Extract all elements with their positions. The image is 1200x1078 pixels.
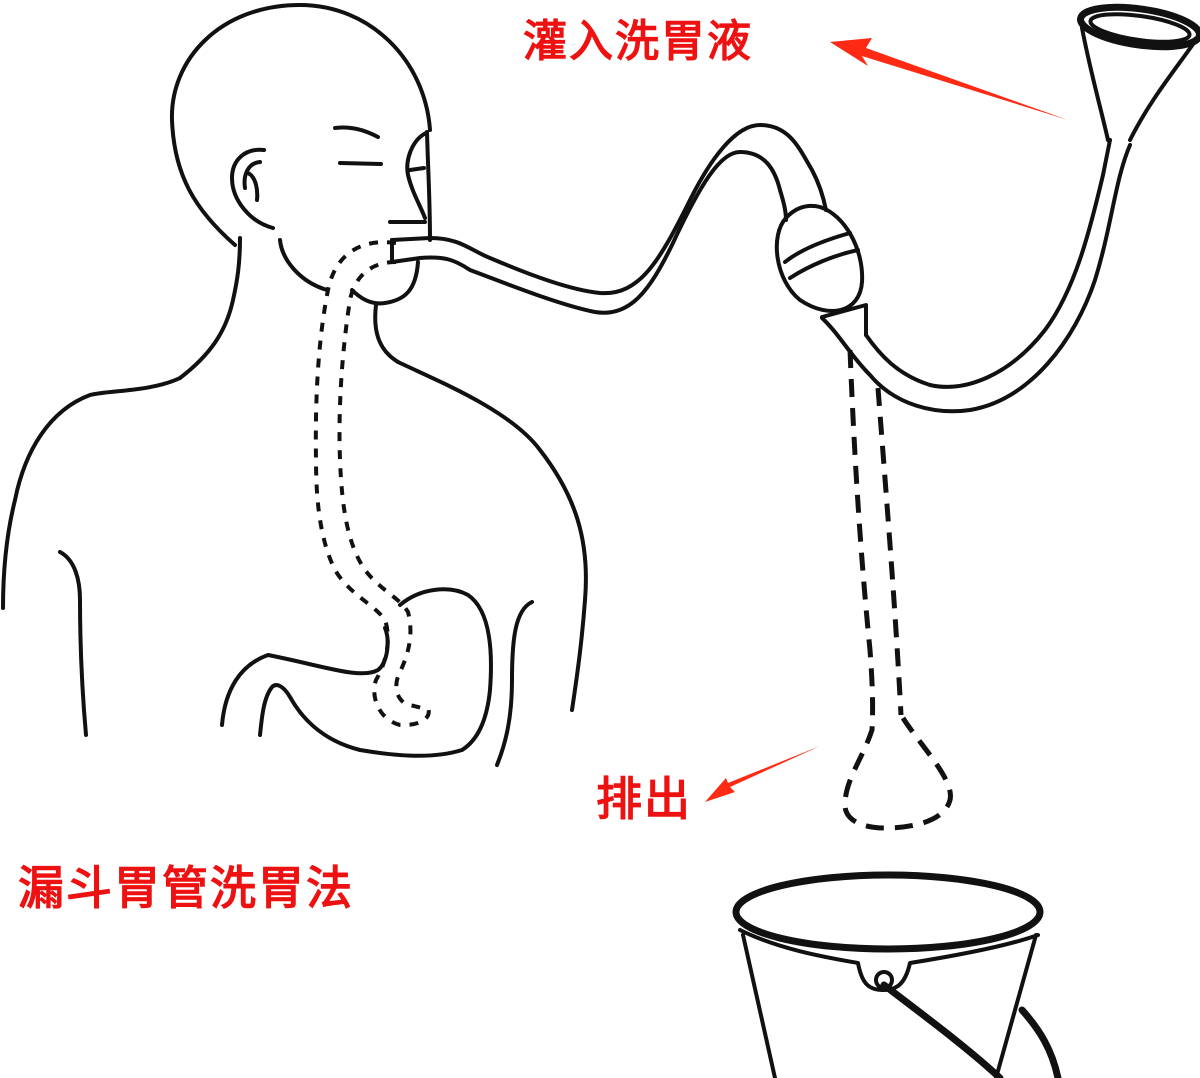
ear-inner-2 — [246, 171, 260, 202]
neck-back — [178, 236, 242, 380]
tube-lower-edge — [390, 150, 788, 315]
bucket-handle-back — [1018, 1006, 1062, 1078]
neck-front — [373, 303, 400, 364]
funnel-cone-right — [1128, 38, 1198, 142]
diagram-title: 漏斗胃管洗胃法 — [18, 861, 354, 915]
bucket-band — [738, 928, 1040, 992]
bulb-band-lower — [788, 248, 860, 280]
bulb-icon — [774, 203, 865, 313]
bucket-rim-icon — [732, 871, 1044, 953]
face-profile — [425, 130, 432, 242]
left-arm-inner — [58, 550, 88, 737]
patient-figure — [1, 3, 588, 767]
outflow-label: 排出 — [596, 772, 692, 826]
chin-outline — [350, 260, 420, 306]
ear-icon — [230, 147, 275, 230]
funnel-tube-outer — [820, 143, 1132, 414]
bucket — [732, 871, 1062, 1078]
bucket-handle — [880, 981, 1004, 1078]
gastric-tube-internal — [313, 240, 431, 728]
bucket-side-right — [994, 933, 1038, 1078]
head-outline — [169, 3, 432, 247]
tube-dashed-inner — [337, 260, 429, 711]
bulb-connector — [820, 303, 868, 337]
left-shoulder — [1, 376, 182, 610]
outflow-arrow — [705, 746, 820, 802]
nose-icon — [405, 131, 428, 220]
funnel — [1077, 3, 1200, 142]
drain-right — [875, 387, 904, 716]
ear-inner — [242, 160, 262, 190]
inflow-arrow — [830, 38, 1068, 120]
right-shoulder — [396, 360, 588, 712]
inflow-arrow-icon — [830, 38, 1068, 120]
rubber-bulb — [774, 203, 868, 337]
funnel-tube-inner — [864, 138, 1112, 389]
stomach-inner-curve — [220, 626, 390, 727]
funnel-tube — [820, 138, 1132, 414]
gastric-tube-external — [390, 123, 828, 315]
tube-upper-edge — [390, 123, 828, 296]
eyebrow-icon — [333, 125, 380, 139]
tube-dashed-outer — [313, 240, 431, 728]
bucket-side-left — [741, 933, 777, 1078]
drain-loop — [842, 349, 953, 831]
drain-left — [842, 349, 953, 831]
funnel-cone-left — [1080, 26, 1110, 142]
funnel-rim-icon — [1077, 3, 1200, 51]
right-side-torso — [495, 600, 534, 767]
inflow-label: 灌入洗胃液 — [523, 16, 753, 67]
nostril-line — [408, 166, 426, 172]
outflow-arrow-icon — [705, 746, 820, 802]
funnel-rim-inner — [1088, 12, 1192, 44]
jaw-line — [278, 238, 329, 292]
bulb-band-upper — [783, 231, 852, 264]
closed-eye-icon — [338, 161, 383, 166]
stomach-outline — [258, 587, 493, 758]
stomach — [220, 587, 493, 758]
